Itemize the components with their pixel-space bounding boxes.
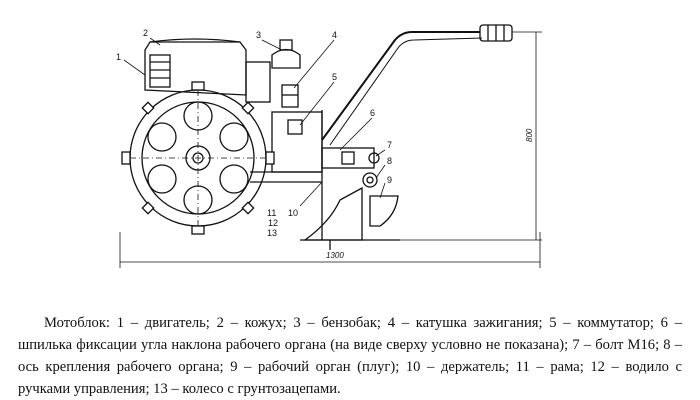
- height-dimension-value: 800: [525, 128, 534, 142]
- bolt-m16: [368, 152, 380, 164]
- label-11: 11: [267, 208, 276, 218]
- label-12: 12: [268, 218, 278, 228]
- label-1: 1: [116, 52, 121, 62]
- label-8: 8: [387, 156, 392, 166]
- ignition-coil: [281, 84, 299, 108]
- plough: [302, 186, 363, 241]
- label-5: 5: [332, 72, 337, 82]
- label-3: 3: [256, 30, 261, 40]
- frame: [250, 171, 322, 183]
- label-2: 2: [143, 28, 148, 38]
- commutator-box: [271, 111, 323, 173]
- label-13: 13: [267, 228, 277, 238]
- label-4: 4: [332, 30, 337, 40]
- label-9: 9: [387, 175, 392, 185]
- handle-bar: [321, 31, 480, 141]
- mount-axle: [362, 172, 378, 188]
- label-10: 10: [288, 208, 298, 218]
- label-7: 7: [387, 140, 392, 150]
- width-dimension-value: 1300: [326, 251, 344, 260]
- fuel-tank: [271, 48, 301, 69]
- label-6: 6: [370, 108, 375, 118]
- figure-caption: Мотоблок: 1 – двигатель; 2 – кожух; 3 – …: [18, 315, 682, 397]
- holder: [321, 147, 375, 169]
- engine-cover-top: [149, 38, 241, 43]
- motoblock-diagram: 1 2 3 4 5 6 7 8 9 10 11 12 13 1300 800: [116, 24, 542, 268]
- engine-block: [245, 61, 271, 103]
- engine-fins: [149, 54, 171, 88]
